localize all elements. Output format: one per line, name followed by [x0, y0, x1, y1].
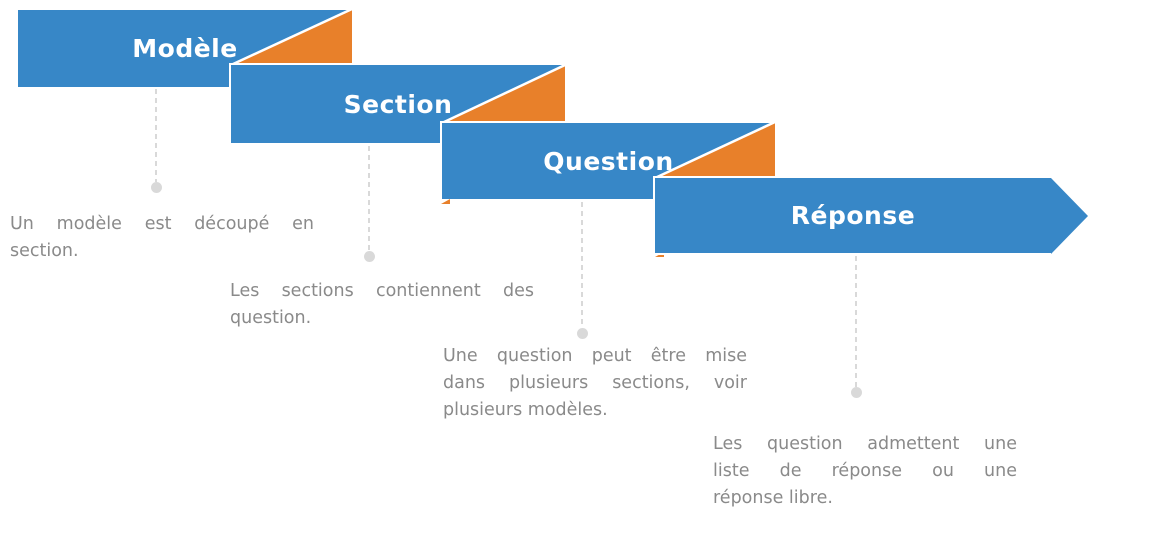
description-line: Les sections contiennent des	[230, 281, 534, 301]
connector-line	[855, 256, 857, 387]
step-label-section: Section	[343, 89, 453, 119]
connector-line	[155, 89, 157, 182]
step-label-modele: Modèle	[132, 34, 238, 63]
fold-tip-triangle-icon	[441, 199, 450, 204]
description-line: Un modèle est découpé en	[10, 214, 314, 234]
description-line: plusieurs modèles.	[443, 400, 608, 420]
fold-accent-triangle-icon	[441, 63, 566, 125]
description-line: question.	[230, 308, 312, 328]
connector-dot	[151, 182, 162, 193]
connector-dot	[364, 251, 375, 262]
description-line: Une question peut être mise	[443, 346, 747, 366]
step-description-modele: Un modèle est découpé en section.	[10, 211, 314, 265]
connector-dot	[851, 387, 862, 398]
description-line: dans plusieurs sections, voir	[443, 373, 747, 393]
step-description-reponse: Les question admettent une liste de répo…	[713, 431, 1017, 512]
description-line: section.	[10, 241, 79, 261]
arrow-head-icon	[1051, 178, 1088, 254]
description-line: réponse libre.	[713, 488, 833, 508]
connector-dot	[577, 328, 588, 339]
fold-accent-triangle-icon	[230, 7, 353, 67]
step-banner-reponse: Réponse	[653, 176, 1053, 255]
step-description-section: Les sections contiennent des question.	[230, 278, 534, 332]
fold-accent-triangle-icon	[654, 120, 776, 180]
connector-line	[368, 146, 370, 251]
description-line: liste de réponse ou une	[713, 461, 1017, 481]
connector-line	[581, 202, 583, 328]
step-label-question: Question	[543, 146, 674, 176]
step-label-reponse: Réponse	[790, 201, 916, 230]
description-line: Les question admettent une	[713, 434, 1017, 454]
step-description-question: Une question peut être mise dans plusieu…	[443, 343, 747, 424]
